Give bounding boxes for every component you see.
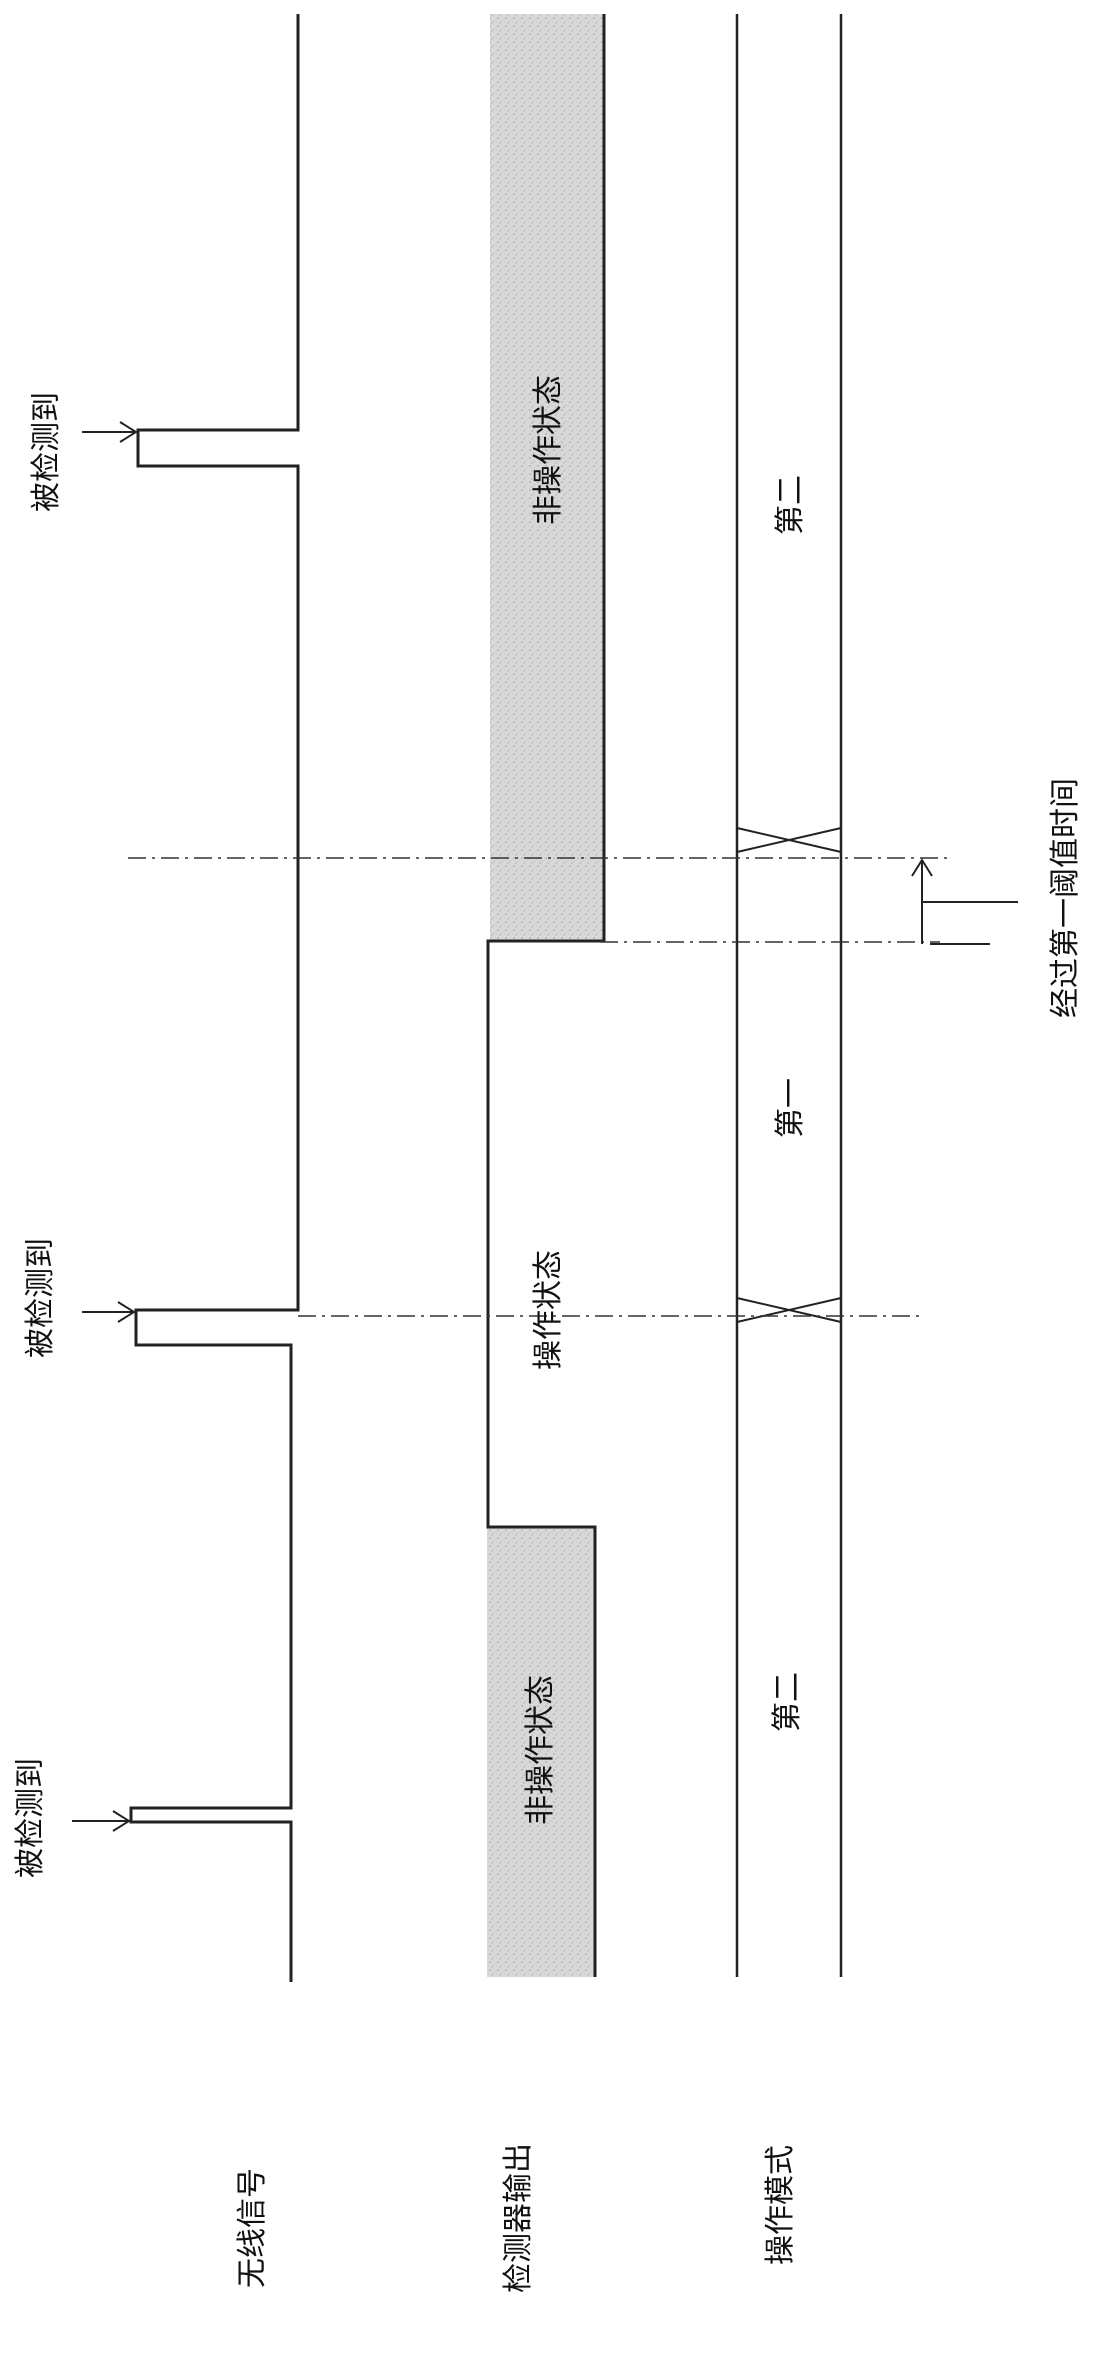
event-label-detected-3: 被检测到	[13, 1758, 48, 1878]
threshold-time-label: 经过第一阈值时间	[1048, 778, 1083, 1018]
wireless-signal-trace	[129, 14, 300, 1982]
detection-arrow-2	[82, 1301, 136, 1323]
state-label-non-operating-bottom: 非操作状态	[523, 1675, 558, 1825]
state-label-operating: 操作状态	[531, 1250, 566, 1370]
detector-output-trace	[486, 14, 606, 1977]
mode-label-second-bottom: 第二	[770, 1672, 805, 1732]
event-label-detected-1: 被检测到	[29, 392, 64, 512]
row-label-operation-mode: 操作模式	[763, 2145, 798, 2265]
mode-label-second-top: 第二	[773, 475, 808, 535]
mode-transition-upper	[736, 827, 842, 853]
non-operating-band-bottom	[487, 1527, 595, 1977]
mode-transition-lower	[736, 1297, 842, 1323]
detection-arrow-1	[82, 421, 138, 443]
row-label-detector-output: 检测器输出	[501, 2143, 536, 2293]
threshold-time-bracket	[911, 858, 1018, 945]
row-label-wireless-signal: 无线信号	[235, 2168, 270, 2288]
event-label-detected-2: 被检测到	[23, 1238, 58, 1358]
non-operating-band-top	[490, 14, 604, 941]
state-label-non-operating-top: 非操作状态	[531, 375, 566, 525]
mode-label-first: 第一	[773, 1078, 808, 1138]
detection-arrow-3	[72, 1810, 131, 1832]
